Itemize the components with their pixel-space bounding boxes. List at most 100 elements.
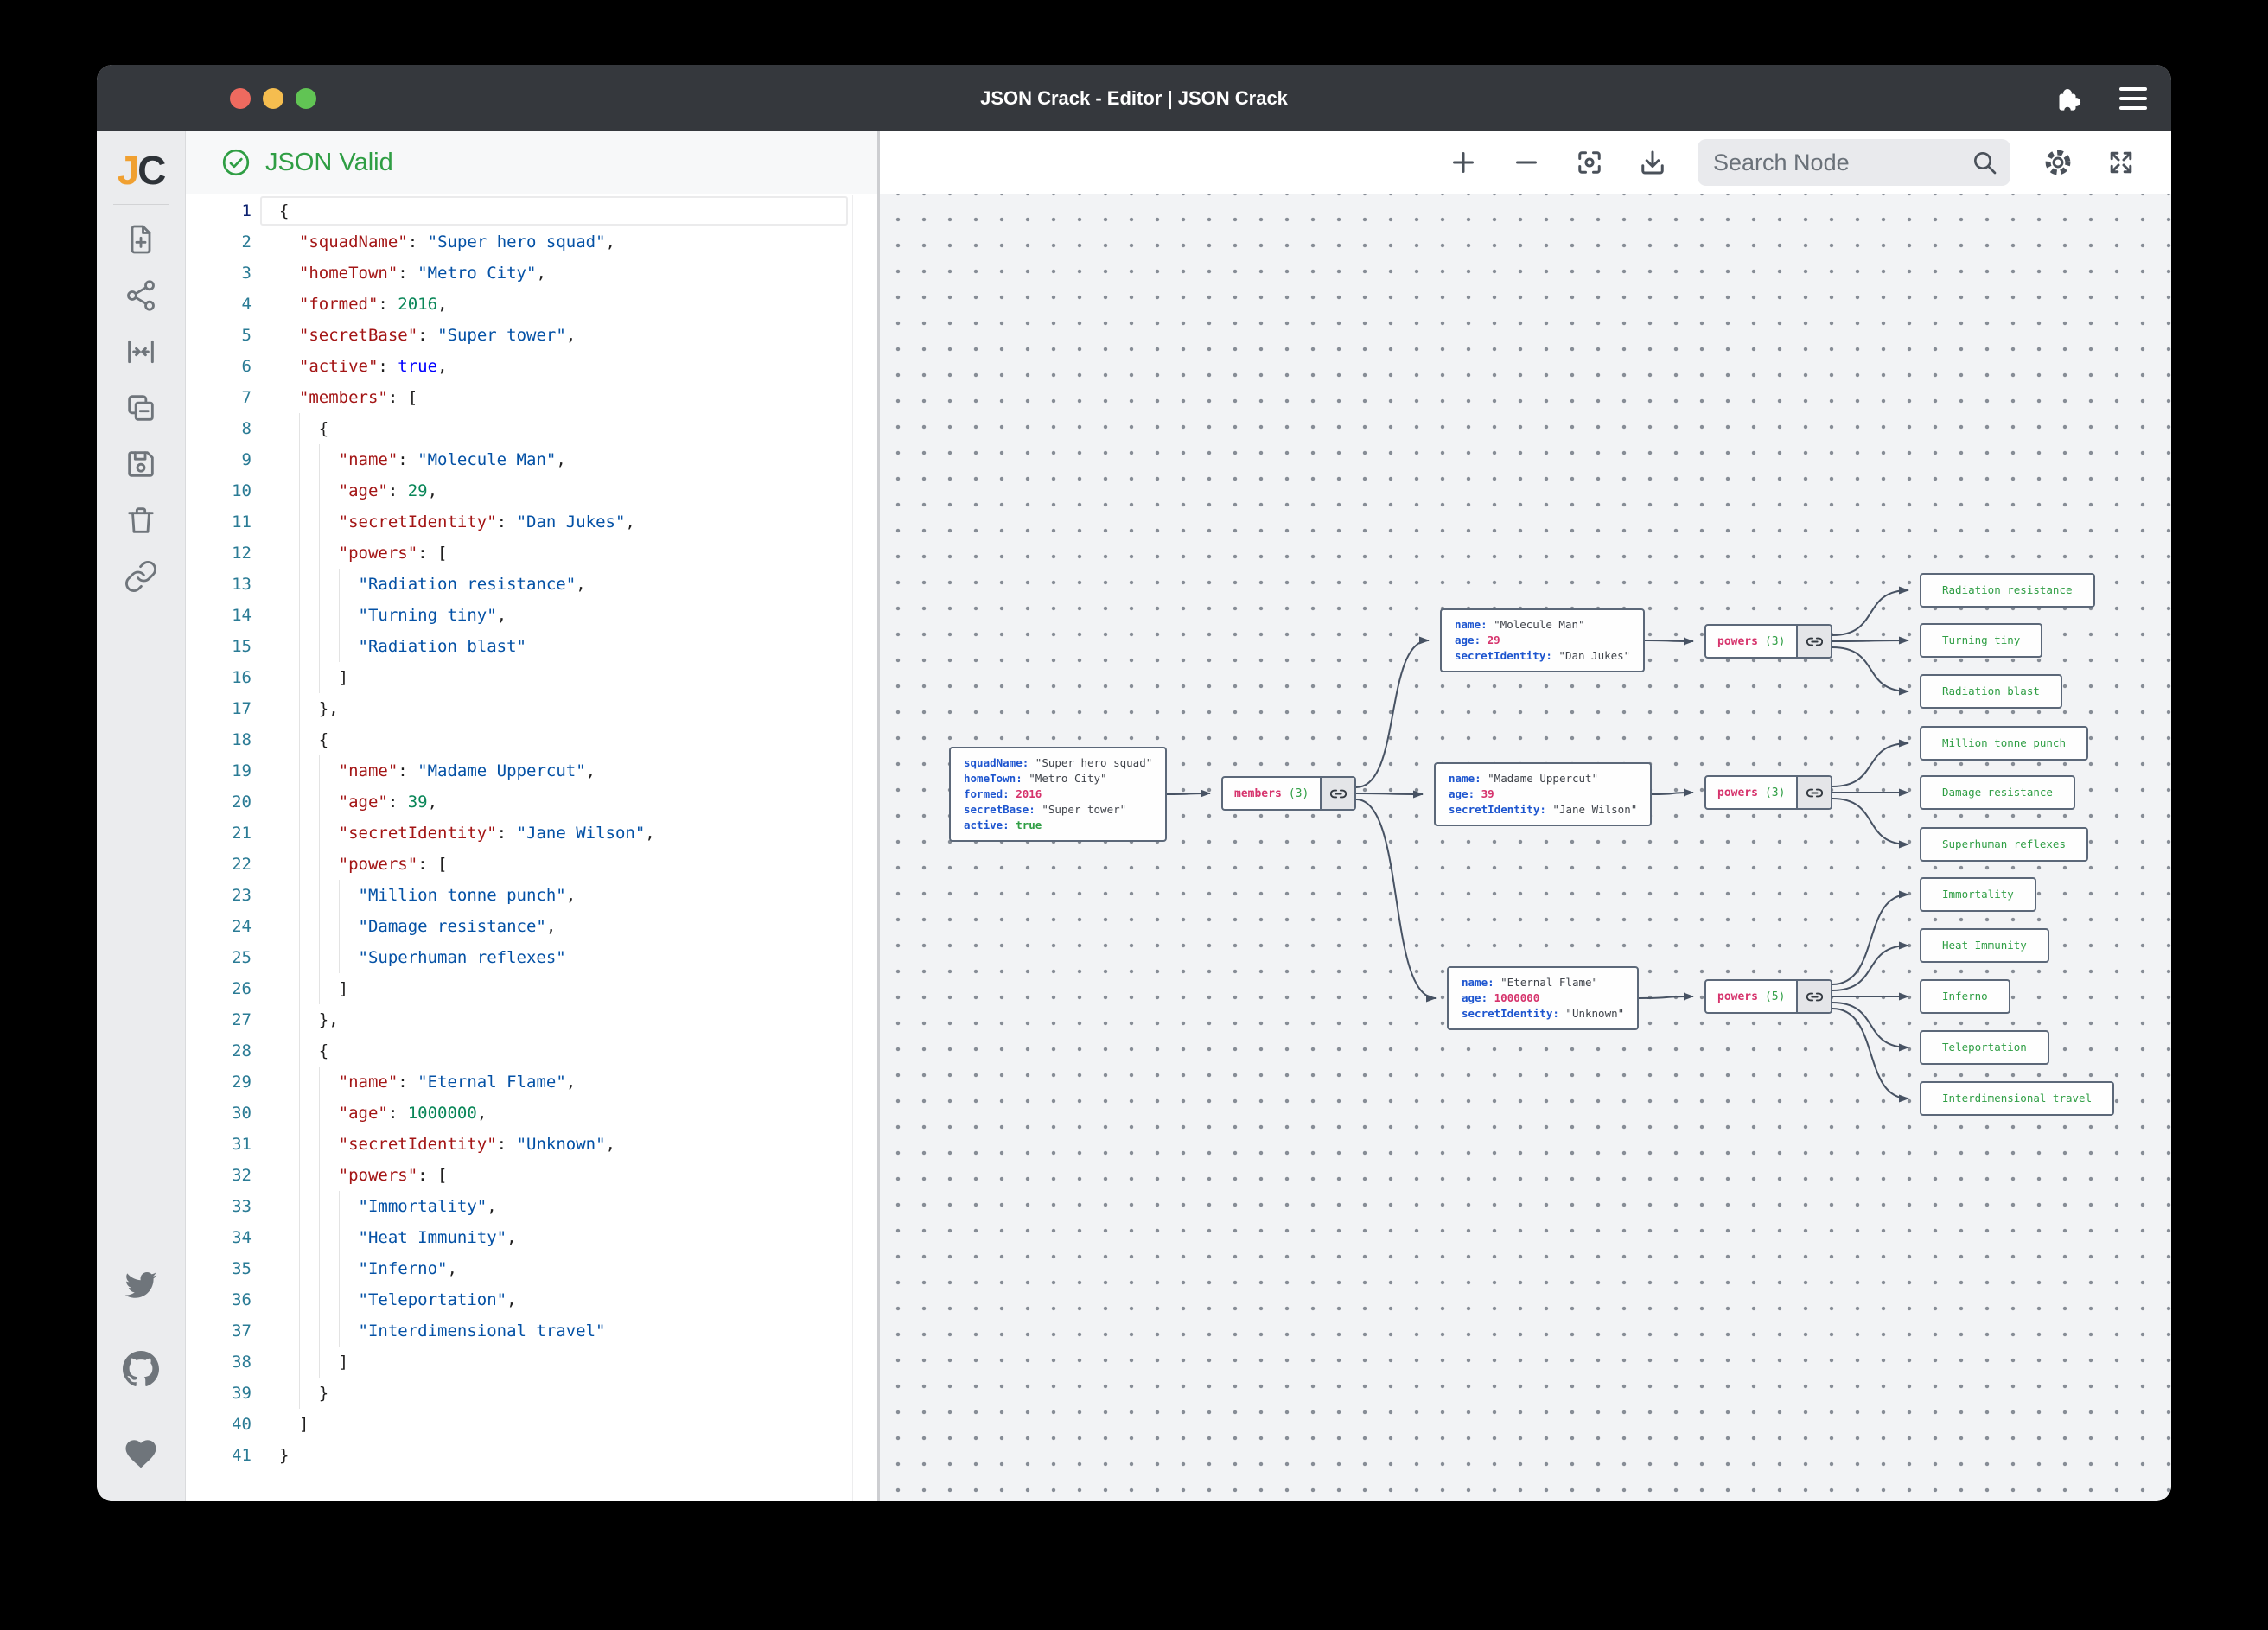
- save-json-button[interactable]: [124, 447, 158, 481]
- code-line[interactable]: 22 "powers": [: [186, 849, 877, 880]
- expand-collapse-link-icon[interactable]: [1796, 626, 1832, 657]
- graph-node-p2[interactable]: powers(3): [1704, 775, 1833, 810]
- array-count: (3): [1764, 634, 1786, 648]
- graph-node-l9[interactable]: Inferno: [1920, 979, 2010, 1014]
- code-line[interactable]: 30 "age": 1000000,: [186, 1098, 877, 1129]
- code-line[interactable]: 25 "Superhuman reflexes": [186, 942, 877, 973]
- github-link[interactable]: [123, 1351, 159, 1387]
- code-line[interactable]: 8 {: [186, 413, 877, 444]
- code-line[interactable]: 17 },: [186, 693, 877, 724]
- twitter-link[interactable]: [123, 1266, 159, 1302]
- minimize-button[interactable]: [263, 87, 284, 109]
- code-line[interactable]: 4 "formed": 2016,: [186, 289, 877, 320]
- graph-edges: [1166, 586, 1909, 1103]
- graph-node-l10[interactable]: Teleportation: [1920, 1030, 2049, 1065]
- expand-collapse-link-icon[interactable]: [1320, 778, 1355, 809]
- expand-collapse-link-icon[interactable]: [1796, 981, 1832, 1012]
- code-line[interactable]: 23 "Million tonne punch",: [186, 880, 877, 911]
- code-line[interactable]: 5 "secretBase": "Super tower",: [186, 320, 877, 351]
- line-number: 41: [232, 1446, 252, 1465]
- copy-json-button[interactable]: [124, 391, 158, 425]
- zoom-in-button[interactable]: [1448, 147, 1479, 178]
- code-line[interactable]: 41}: [186, 1440, 877, 1471]
- line-number: 24: [232, 917, 252, 936]
- maximize-button[interactable]: [296, 87, 316, 109]
- code-line[interactable]: 40 ]: [186, 1409, 877, 1440]
- graph-edge: [1166, 789, 1211, 798]
- code-text: }: [279, 1446, 290, 1465]
- delete-json-button[interactable]: [124, 503, 158, 538]
- code-line[interactable]: 10 "age": 29,: [186, 475, 877, 506]
- search-input[interactable]: [1698, 139, 2010, 186]
- graph-node-l5[interactable]: Damage resistance: [1920, 775, 2075, 810]
- code-text: ]: [252, 973, 348, 1004]
- graph-canvas[interactable]: squadName: "Super hero squad"homeTown: "…: [880, 194, 2171, 1501]
- sponsor-link[interactable]: [123, 1436, 159, 1472]
- code-line[interactable]: 12 "powers": [: [186, 538, 877, 569]
- graph-node-l11[interactable]: Interdimensional travel: [1920, 1081, 2115, 1116]
- code-line[interactable]: 6 "active": true,: [186, 351, 877, 382]
- code-line[interactable]: 29 "name": "Eternal Flame",: [186, 1067, 877, 1098]
- code-line[interactable]: 31 "secretIdentity": "Unknown",: [186, 1129, 877, 1160]
- code-line[interactable]: 32 "powers": [: [186, 1160, 877, 1191]
- graph-node-l2[interactable]: Turning tiny: [1920, 623, 2043, 658]
- code-line[interactable]: 13 "Radiation resistance",: [186, 569, 877, 600]
- code-line[interactable]: 38 ]: [186, 1347, 877, 1378]
- graph-node-p1[interactable]: powers (3): [1704, 624, 1833, 659]
- app-logo[interactable]: JC: [117, 148, 167, 193]
- close-button[interactable]: [230, 87, 251, 109]
- code-line[interactable]: 24 "Damage resistance",: [186, 911, 877, 942]
- code-line[interactable]: 7 "members": [: [186, 382, 877, 413]
- code-line[interactable]: 16 ]: [186, 662, 877, 693]
- code-line[interactable]: 20 "age": 39,: [186, 786, 877, 818]
- code-line[interactable]: 18 {: [186, 724, 877, 755]
- graph-node-members[interactable]: members(3): [1221, 776, 1357, 811]
- graph-node-l1[interactable]: Radiation resistance: [1920, 573, 2095, 608]
- graph-node-l8[interactable]: Heat Immunity: [1920, 928, 2049, 963]
- code-text: ]: [279, 1415, 309, 1434]
- code-text: {: [252, 413, 328, 444]
- code-line[interactable]: 14 "Turning tiny",: [186, 600, 877, 631]
- fullscreen-button[interactable]: [2106, 147, 2137, 178]
- array-key: powers: [1717, 634, 1758, 648]
- code-line[interactable]: 39 }: [186, 1378, 877, 1409]
- new-document-button[interactable]: [124, 222, 158, 257]
- center-view-button[interactable]: [1574, 147, 1605, 178]
- graph-node-l7[interactable]: Immortality: [1920, 877, 2036, 912]
- download-image-button[interactable]: [1637, 147, 1668, 178]
- extension-puzzle-icon[interactable]: [2051, 82, 2084, 115]
- zoom-out-button[interactable]: [1511, 147, 1542, 178]
- code-line[interactable]: 36 "Teleportation",: [186, 1284, 877, 1315]
- code-line[interactable]: 28 {: [186, 1035, 877, 1067]
- graph-node-p3[interactable]: powers(5): [1704, 979, 1833, 1014]
- code-line[interactable]: 15 "Radiation blast": [186, 631, 877, 662]
- code-line[interactable]: 34 "Heat Immunity",: [186, 1222, 877, 1253]
- code-line[interactable]: 26 ]: [186, 973, 877, 1004]
- code-line[interactable]: 3 "homeTown": "Metro City",: [186, 258, 877, 289]
- code-line[interactable]: 11 "secretIdentity": "Dan Jukes",: [186, 506, 877, 538]
- code-line[interactable]: 2 "squadName": "Super hero squad",: [186, 226, 877, 258]
- hamburger-menu-icon[interactable]: [2119, 86, 2147, 110]
- graph-node-l6[interactable]: Superhuman reflexes: [1920, 827, 2088, 862]
- graph-node-l3[interactable]: Radiation blast: [1920, 674, 2062, 709]
- graph-view-button[interactable]: [124, 278, 158, 313]
- graph-node-root[interactable]: squadName: "Super hero squad"homeTown: "…: [949, 747, 1168, 842]
- code-line[interactable]: 27 },: [186, 1004, 877, 1035]
- expand-collapse-link-icon[interactable]: [1796, 777, 1832, 808]
- collapse-graph-button[interactable]: [124, 334, 158, 369]
- code-line[interactable]: 19 "name": "Madame Uppercut",: [186, 755, 877, 786]
- code-line[interactable]: 33 "Immortality",: [186, 1191, 877, 1222]
- code-line[interactable]: 37 "Interdimensional travel": [186, 1315, 877, 1347]
- code-line[interactable]: 1{: [186, 195, 877, 226]
- share-link-button[interactable]: [124, 559, 158, 594]
- code-line[interactable]: 9 "name": "Molecule Man",: [186, 444, 877, 475]
- graph-node-l4[interactable]: Million tonne punch: [1920, 726, 2088, 761]
- search-icon[interactable]: [1971, 149, 1998, 176]
- code-line[interactable]: 21 "secretIdentity": "Jane Wilson",: [186, 818, 877, 849]
- settings-button[interactable]: [2042, 147, 2074, 178]
- json-code-editor[interactable]: 1{2 "squadName": "Super hero squad",3 "h…: [186, 195, 877, 1501]
- code-line[interactable]: 35 "Inferno",: [186, 1253, 877, 1284]
